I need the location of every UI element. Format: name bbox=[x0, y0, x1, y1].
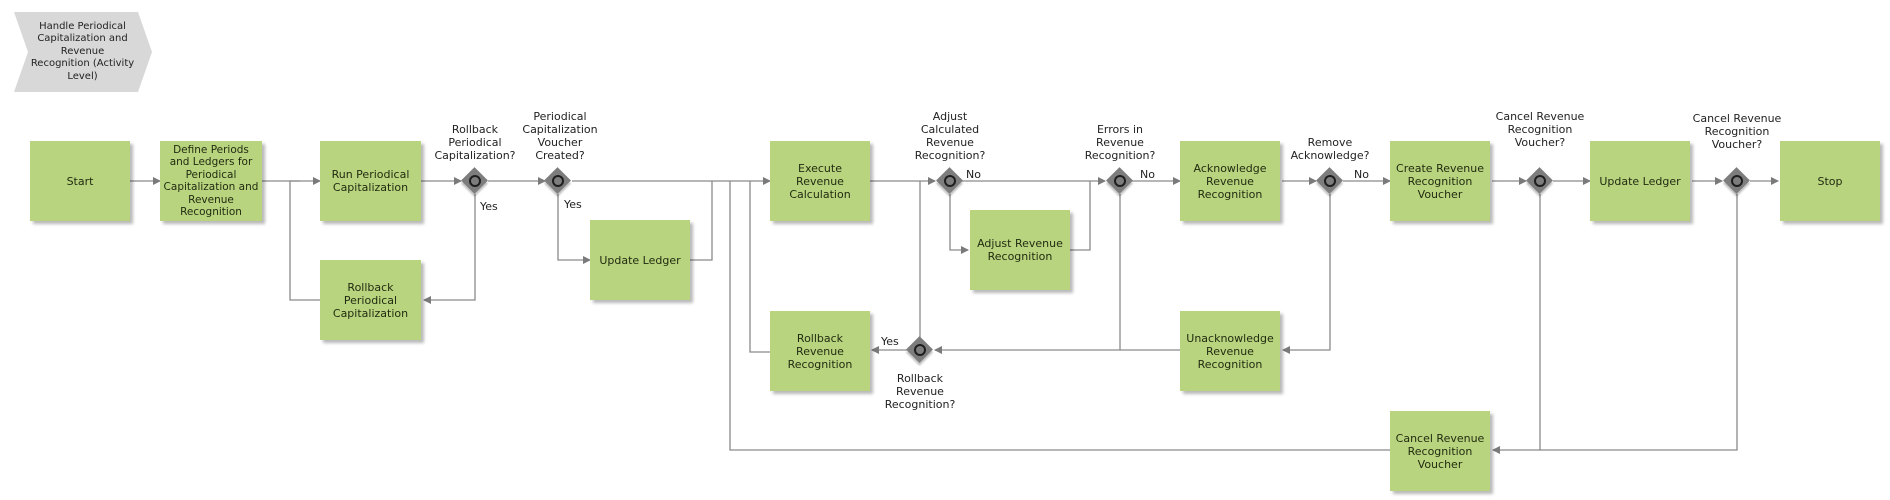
edge-label-no: No bbox=[1140, 168, 1155, 181]
connector bbox=[1070, 181, 1091, 251]
activity-unacknowledge-revenue-recognition[interactable]: Unacknowledge Revenue Recognition bbox=[1180, 311, 1280, 391]
activity-stop[interactable]: Stop bbox=[1780, 141, 1880, 221]
gateway-label: Rollback Periodical Capitalization? bbox=[434, 123, 516, 162]
diagram-title: Handle Periodical Capitalization and Rev… bbox=[30, 20, 135, 82]
title-chevron-shape bbox=[14, 12, 152, 92]
activity-create-revenue-recognition-voucher[interactable]: Create Revenue Recognition Voucher bbox=[1390, 141, 1490, 221]
gateway-adjust-calculated[interactable] bbox=[936, 167, 963, 194]
connector bbox=[1492, 194, 1541, 454]
connector bbox=[289, 180, 320, 301]
gateway-voucher-created[interactable] bbox=[544, 167, 571, 194]
gateway-remove-acknowledge[interactable] bbox=[1316, 167, 1343, 194]
connector bbox=[1282, 194, 1331, 354]
gateway-label: Cancel Revenue Recognition Voucher? bbox=[1495, 110, 1585, 149]
gateway-label: Errors in Revenue Recognition? bbox=[1084, 123, 1156, 162]
gateway-label: Remove Acknowledge? bbox=[1290, 136, 1370, 162]
connector bbox=[949, 194, 969, 254]
activity-rollback-periodical-capitalization[interactable]: Rollback Periodical Capitalization bbox=[320, 260, 421, 340]
connector bbox=[1540, 194, 1738, 451]
activity-update-ledger-1[interactable]: Update Ledger bbox=[590, 220, 690, 300]
edge-label-no: No bbox=[966, 168, 981, 181]
connector bbox=[690, 181, 713, 261]
edge-label-no: No bbox=[1354, 168, 1369, 181]
activity-adjust-revenue-recognition[interactable]: Adjust Revenue Recognition bbox=[970, 210, 1070, 290]
edge-label-yes: Yes bbox=[480, 200, 498, 213]
activity-start[interactable]: Start bbox=[30, 141, 130, 221]
activity-acknowledge-revenue-recognition[interactable]: Acknowledge Revenue Recognition bbox=[1180, 141, 1280, 221]
edge-label-yes: Yes bbox=[881, 335, 899, 348]
gateway-label: Cancel Revenue Recognition Voucher? bbox=[1692, 112, 1782, 151]
connector bbox=[749, 181, 770, 353]
gateway-errors-in-recognition[interactable] bbox=[1106, 167, 1133, 194]
connector bbox=[423, 194, 476, 304]
edge-label-yes: Yes bbox=[564, 198, 582, 211]
gateway-rollback-recognition[interactable] bbox=[906, 336, 933, 363]
gateway-label: Periodical Capitalization Voucher Create… bbox=[522, 110, 598, 162]
gateway-label: Adjust Calculated Revenue Recognition? bbox=[914, 110, 986, 162]
activity-update-ledger-2[interactable]: Update Ledger bbox=[1590, 141, 1690, 221]
connectors bbox=[130, 177, 1779, 454]
activity-rollback-revenue-recognition[interactable]: Rollback Revenue Recognition bbox=[770, 311, 870, 391]
activity-cancel-revenue-recognition-voucher[interactable]: Cancel Revenue Recognition Voucher bbox=[1390, 411, 1490, 491]
activity-execute-revenue-calculation[interactable]: Execute Revenue Calculation bbox=[770, 141, 870, 221]
gateway-cancel-voucher-2[interactable] bbox=[1723, 167, 1750, 194]
activity-define-periods[interactable]: Define Periods and Ledgers for Periodica… bbox=[160, 141, 262, 221]
connector bbox=[729, 181, 1390, 451]
activity-run-periodical-capitalization[interactable]: Run Periodical Capitalization bbox=[320, 141, 421, 221]
gateway-cancel-voucher-1[interactable] bbox=[1526, 167, 1553, 194]
gateway-rollback-capitalization[interactable] bbox=[461, 167, 488, 194]
gateway-label: Rollback Revenue Recognition? bbox=[884, 372, 956, 411]
connector bbox=[557, 194, 591, 264]
